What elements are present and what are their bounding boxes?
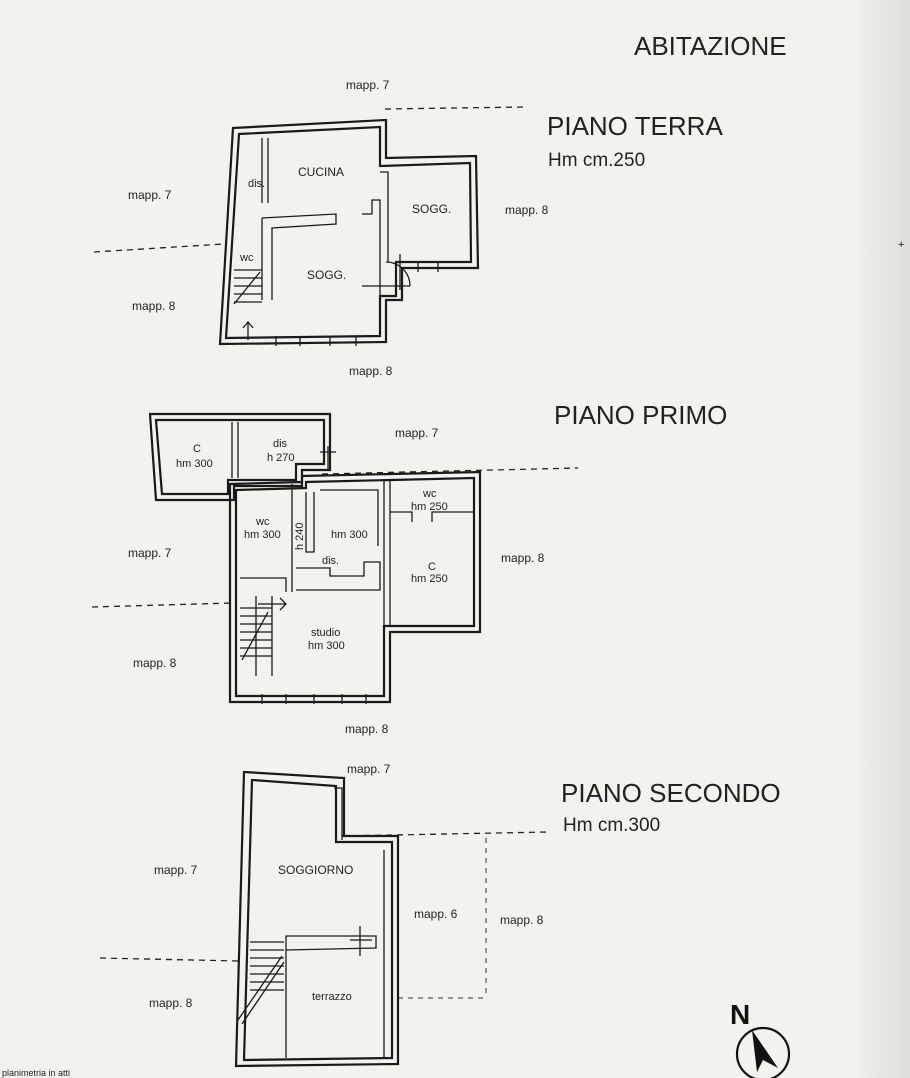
outer-wall [148, 412, 332, 502]
north-arrow-icon [752, 1030, 778, 1072]
partition-wall [362, 199, 381, 300]
neighbor-label: mapp. 7 [154, 863, 198, 877]
door-frame [320, 446, 336, 470]
room-label-dis: dis [273, 438, 288, 450]
neighbor-label: mapp. 7 [128, 546, 172, 560]
neighbor-label: mapp. 8 [133, 656, 177, 670]
door-swing [385, 261, 411, 287]
neighbor-label: mapp. 7 [128, 188, 172, 202]
compass-circle [735, 1026, 791, 1078]
inner-wall [154, 418, 326, 496]
boundary-line [99, 957, 239, 962]
room-label-sogg-east: SOGG. [412, 202, 451, 216]
piano-secondo: PIANO SECONDO Hm cm.300 SOGGIORNO terraz… [99, 762, 781, 1068]
stairs [237, 941, 285, 1025]
room-label-wc2: wc [422, 488, 437, 500]
room-label-hm300: hm 300 [331, 529, 368, 541]
piano-secondo-title: PIANO SECONDO [561, 778, 781, 808]
footer-note: planimetria in atti [2, 1068, 70, 1078]
room-label-wc: wc [255, 516, 270, 528]
inner-wall [234, 476, 476, 698]
room-label-wc: wc [239, 252, 254, 264]
neighbor-label: mapp. 8 [349, 364, 393, 378]
room-label-dis2: dis. [322, 555, 339, 567]
piano-primo-title: PIANO PRIMO [554, 400, 727, 430]
piano-terra-title: PIANO TERRA [547, 111, 723, 141]
boundary-line [384, 106, 525, 110]
terrace-projection [398, 838, 487, 999]
inner-wall [242, 778, 394, 1062]
stairs [233, 269, 262, 305]
edge-mark: + [898, 239, 904, 251]
neighbor-label: mapp. 8 [500, 913, 544, 927]
boundary-line [321, 467, 579, 475]
boundary-line [93, 243, 225, 253]
room-label-c-height: hm 300 [176, 458, 213, 470]
room-label-studio-height: hm 300 [308, 640, 345, 652]
boundary-line [91, 602, 233, 608]
partition-wall [320, 489, 379, 546]
inner-wall [224, 125, 473, 340]
direction-arrow-icon [258, 597, 287, 611]
partition-wall [380, 171, 389, 262]
outer-wall [228, 470, 482, 704]
room-label-soggiorno: SOGGIORNO [278, 863, 353, 877]
door-frame [362, 254, 410, 290]
piano-terra: PIANO TERRA Hm cm.250 [93, 78, 723, 378]
partition-wall [261, 213, 337, 300]
room-label-dis-height: h 270 [267, 452, 295, 464]
entry-arrow-icon [242, 320, 254, 340]
outer-wall [234, 770, 400, 1068]
document-title: ABITAZIONE [634, 31, 787, 61]
room-label-c: C [193, 443, 201, 455]
neighbor-label: mapp. 8 [149, 996, 193, 1010]
window-mark [417, 262, 439, 272]
partition-wall [383, 480, 391, 626]
window-mark [261, 694, 367, 704]
neighbor-label: mapp. 8 [501, 551, 545, 565]
room-label-cucina: CUCINA [298, 165, 344, 179]
neighbor-label: mapp. 7 [346, 78, 390, 92]
outer-wall [218, 118, 480, 346]
north-arrow: N [730, 999, 791, 1078]
partition-wall [334, 787, 343, 840]
partition-wall [240, 484, 293, 592]
piano-secondo-height: Hm cm.300 [563, 815, 660, 836]
room-label-terrazzo: terrazzo [312, 991, 352, 1003]
partition-wall [390, 511, 474, 522]
neighbor-label: mapp. 7 [395, 426, 439, 440]
stairs [240, 596, 273, 676]
door-frame [350, 926, 372, 956]
neighbor-label: mapp. 8 [132, 299, 176, 313]
partition-wall [296, 561, 381, 591]
room-label-dis: dis. [248, 178, 265, 190]
neighbor-label: mapp. 7 [347, 762, 391, 776]
page-edge-shadow [850, 0, 910, 1078]
window-mark [275, 336, 357, 346]
neighbor-label: mapp. 6 [414, 907, 458, 921]
room-label-h240: h 240 [294, 522, 306, 550]
room-label-sogg: SOGG. [307, 268, 346, 282]
piano-terra-height: Hm cm.250 [548, 150, 645, 171]
neighbor-label: mapp. 8 [345, 722, 389, 736]
room-label-wc-height: hm 300 [244, 529, 281, 541]
piano-primo: PIANO PRIMO C [91, 400, 727, 736]
partition-wall [285, 935, 377, 951]
partition-wall [231, 422, 239, 478]
room-label-studio: studio [311, 627, 340, 639]
neighbor-label: mapp. 8 [505, 203, 549, 217]
north-label: N [730, 999, 750, 1030]
room-label-wc2-height: hm 250 [411, 501, 448, 513]
room-label-c2: C [428, 561, 436, 573]
partition-wall [305, 492, 315, 553]
room-label-c2-height: hm 250 [411, 573, 448, 585]
